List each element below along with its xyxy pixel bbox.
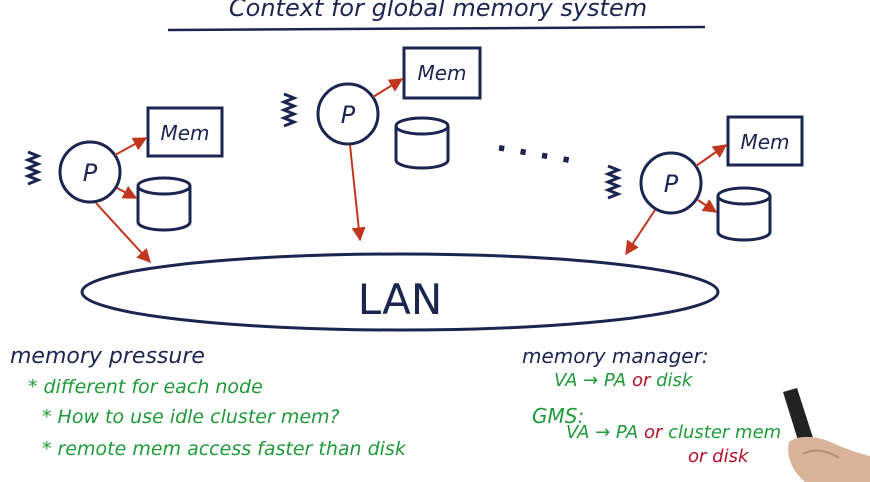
gms-cluster-mem-text: cluster mem xyxy=(668,422,782,443)
mm-disk-text: disk xyxy=(656,370,693,391)
node-3: P Mem xyxy=(603,115,804,256)
arrow-p-to-disk xyxy=(697,199,718,213)
note-bullet-2: * How to use idle cluster mem? xyxy=(42,406,340,428)
memory-label: Mem xyxy=(417,61,466,85)
more-nodes-ellipsis: . . . . xyxy=(494,123,576,171)
node-1: P Mem xyxy=(23,106,224,264)
memory-box xyxy=(402,46,482,100)
load-squiggle-icon xyxy=(23,150,43,186)
memory-manager-heading: memory manager: xyxy=(522,344,709,368)
memory-box xyxy=(726,115,804,167)
gms-disk-text: disk xyxy=(712,446,749,467)
memory-label: Mem xyxy=(160,121,209,145)
title-underline xyxy=(167,25,706,32)
memory-pressure-heading: memory pressure xyxy=(10,344,205,369)
gms-or2-text: or xyxy=(688,446,707,467)
mm-or-text: or xyxy=(631,370,651,391)
load-squiggle-icon xyxy=(279,92,299,128)
gms-heading: GMS: xyxy=(532,404,585,428)
gms-line-2: or disk xyxy=(688,448,748,466)
processor-label: P xyxy=(664,170,679,198)
memory-manager-line: VA → PA or disk xyxy=(554,372,692,390)
arrow-p-to-mem xyxy=(114,137,148,156)
arrow-p-to-disk xyxy=(116,185,138,199)
processor-label: P xyxy=(83,159,98,187)
presenter-hand-icon xyxy=(783,388,870,482)
disk-icon xyxy=(136,176,192,232)
disk-icon xyxy=(716,186,772,242)
lan-label: LAN xyxy=(358,275,443,324)
disk-icon xyxy=(394,116,450,170)
note-bullet-1: * different for each node xyxy=(28,376,263,398)
gms-or-text: or xyxy=(643,422,663,443)
gms-line-1: VA → PA or cluster mem xyxy=(566,424,781,442)
processor-circle xyxy=(316,82,380,146)
processor-label: P xyxy=(341,101,356,129)
arrow-p-to-lan xyxy=(625,209,656,256)
arrow-p-to-lan xyxy=(95,202,151,264)
gms-mapping-text: VA → PA xyxy=(566,422,639,443)
mm-mapping-text: VA → PA xyxy=(554,370,627,391)
processor-circle xyxy=(639,151,703,215)
memory-label: Mem xyxy=(740,130,789,154)
lan-ellipse xyxy=(80,252,720,332)
load-squiggle-icon xyxy=(603,164,623,200)
arrow-p-to-mem xyxy=(372,78,404,98)
diagram-title: Context for global memory system xyxy=(229,0,647,22)
processor-circle xyxy=(58,140,122,204)
note-bullet-3: * remote mem access faster than disk xyxy=(42,438,406,460)
arrow-p-to-lan xyxy=(349,144,366,242)
memory-box xyxy=(146,106,224,158)
arrow-p-to-mem xyxy=(695,144,728,167)
node-2: P Mem xyxy=(279,46,482,242)
